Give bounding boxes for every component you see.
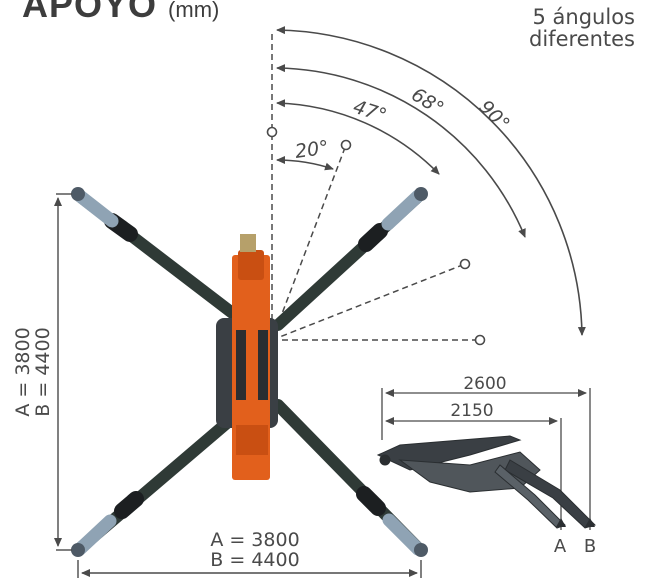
outrigger-extension-tl [73, 189, 119, 228]
outrigger-feet [71, 187, 428, 557]
boom-base [236, 425, 268, 455]
width-dimension [77, 560, 422, 578]
outrigger-joint-bl [114, 491, 144, 519]
angle-label-68: 68° [407, 84, 447, 121]
hook-block [240, 234, 256, 252]
outrigger-extension-br [382, 513, 425, 556]
height-label-b: B = 4400 [32, 327, 54, 416]
side-view: 2600 2150 A B [376, 374, 596, 557]
guide-20deg [271, 144, 347, 341]
side-hook [379, 454, 391, 466]
angle-label-90: 90° [474, 96, 513, 135]
marker-a-label: A [554, 536, 567, 557]
boom-cylinder-2 [258, 330, 268, 400]
side-view-machine [376, 435, 596, 529]
foot-top-right [414, 187, 428, 201]
boom-tip [238, 250, 264, 280]
marker-47deg [459, 258, 471, 270]
dim-2600-label: 2600 [463, 374, 506, 394]
diagram-title: APOYO (mm) [22, 0, 219, 26]
marker-90deg [474, 334, 486, 346]
side-outrigger-a [494, 464, 566, 529]
side-foot-b [585, 518, 595, 527]
outrigger-joint-br [356, 486, 386, 516]
side-foot-a [556, 518, 566, 527]
title-text: APOYO [22, 0, 158, 25]
marker-b-label: B [584, 536, 596, 557]
arc-47deg [276, 99, 440, 175]
angle-label-20: 20° [294, 136, 330, 162]
height-dimension [54, 193, 72, 551]
crane-body [216, 234, 278, 480]
marker-0deg [266, 126, 278, 138]
angles-note-line1: 5 ángulos [532, 5, 635, 29]
arc-20deg [276, 156, 334, 171]
dim-2150-label: 2150 [450, 401, 493, 421]
width-label-a: A = 3800 [210, 529, 299, 551]
outrigger-joint-tr [358, 223, 388, 252]
marker-20deg [340, 139, 352, 151]
foot-top-left [71, 187, 85, 201]
boom-cylinder [236, 330, 246, 400]
foot-bottom-left [71, 543, 85, 557]
outrigger-extension-tr [381, 189, 425, 231]
angle-markers [266, 126, 486, 346]
side-feet [556, 518, 595, 527]
width-label-b: B = 4400 [210, 549, 299, 571]
outrigger-extension-bl [73, 514, 117, 556]
outrigger-arms [72, 189, 426, 556]
angle-arcs [276, 26, 586, 336]
title-unit: (mm) [168, 0, 220, 22]
foot-bottom-right [414, 543, 428, 557]
height-label-a: A = 3800 [12, 327, 34, 416]
angle-label-47: 47° [350, 96, 389, 127]
angle-guides [271, 30, 480, 341]
boom [232, 255, 270, 480]
